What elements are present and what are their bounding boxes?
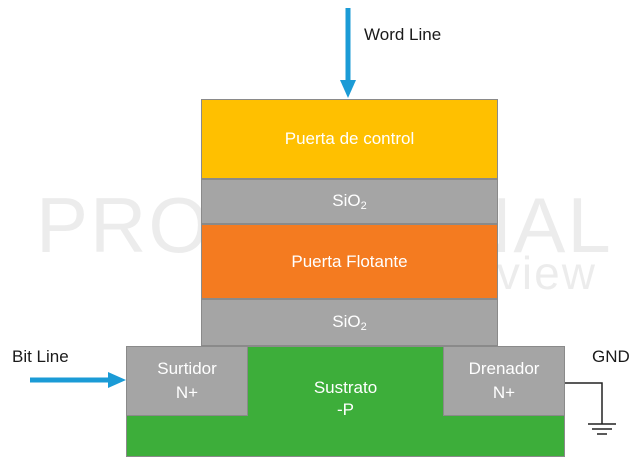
- oxide-top-label: SiO2: [332, 191, 367, 212]
- word-line-arrow: [340, 8, 356, 98]
- drain-type: N+: [492, 383, 516, 402]
- source-type: N+: [175, 383, 199, 402]
- control-gate-label: Puerta de control: [284, 129, 415, 148]
- substrate-label: Sustrato: [313, 378, 378, 397]
- source-label: Surtidor: [157, 359, 217, 378]
- oxide-layer-bottom: SiO2: [201, 299, 498, 346]
- floating-gate-label: Puerta Flotante: [291, 251, 408, 271]
- substrate-type: -P: [337, 400, 354, 419]
- oxide-bottom-label: SiO2: [332, 312, 367, 333]
- word-line-label: Word Line: [364, 25, 442, 44]
- bit-line-arrow: [30, 372, 126, 388]
- gnd-label: GND: [592, 347, 630, 366]
- control-gate: Puerta de control: [201, 99, 498, 179]
- oxide-layer-top: SiO2: [201, 179, 498, 224]
- ground-icon: [563, 382, 616, 435]
- drain-region: Drenador N+: [443, 346, 565, 416]
- floating-gate: Puerta Flotante: [201, 224, 498, 299]
- source-region: Surtidor N+: [126, 346, 248, 416]
- drain-label: Drenador: [468, 359, 540, 378]
- bit-line-label: Bit Line: [12, 347, 69, 366]
